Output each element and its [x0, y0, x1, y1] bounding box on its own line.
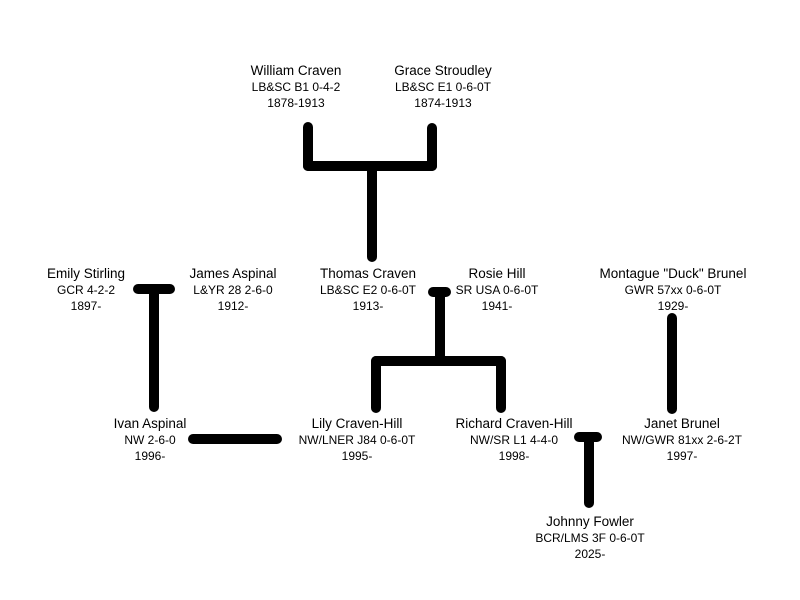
- person-years: 1874-1913: [414, 96, 472, 110]
- person-william-craven: William Craven LB&SC B1 0-4-2 1878-1913: [186, 63, 406, 111]
- person-name: Grace Stroudley: [394, 63, 492, 78]
- person-years: 1996-: [134, 449, 166, 463]
- person-class: BCR/LMS 3F 0-6-0T: [535, 531, 645, 545]
- person-name: James Aspinal: [189, 266, 277, 281]
- person-years: 1941-: [481, 299, 513, 313]
- person-name: Janet Brunel: [644, 416, 720, 431]
- person-name: Lily Craven-Hill: [311, 416, 403, 431]
- person-johnny-fowler: Johnny Fowler BCR/LMS 3F 0-6-0T 2025-: [480, 514, 700, 562]
- person-class: NW/LNER J84 0-6-0T: [298, 433, 416, 447]
- person-name: Ivan Aspinal: [113, 416, 187, 431]
- person-class: NW/GWR 81xx 2-6-2T: [621, 433, 742, 447]
- person-name: Johnny Fowler: [546, 514, 634, 529]
- person-montague-brunel: Montague "Duck" Brunel GWR 57xx 0-6-0T 1…: [563, 266, 783, 314]
- person-class: NW/SR L1 4-4-0: [469, 433, 559, 447]
- person-janet-brunel: Janet Brunel NW/GWR 81xx 2-6-2T 1997-: [572, 416, 792, 464]
- person-class: GWR 57xx 0-6-0T: [624, 283, 722, 297]
- person-name: Emily Stirling: [46, 266, 125, 281]
- person-name: Thomas Craven: [319, 266, 417, 281]
- person-class: SR USA 0-6-0T: [455, 283, 539, 297]
- person-richard-craven-hill: Richard Craven-Hill NW/SR L1 4-4-0 1998-: [404, 416, 624, 464]
- person-name: Richard Craven-Hill: [455, 416, 573, 431]
- person-class: LB&SC B1 0-4-2: [251, 80, 341, 94]
- person-class: LB&SC E1 0-6-0T: [394, 80, 492, 94]
- person-lily-craven-hill: Lily Craven-Hill NW/LNER J84 0-6-0T 1995…: [247, 416, 467, 464]
- person-class: NW 2-6-0: [124, 433, 176, 447]
- person-class: L&YR 28 2-6-0: [193, 283, 273, 297]
- person-rosie-hill: Rosie Hill SR USA 0-6-0T 1941-: [387, 266, 607, 314]
- person-name: Rosie Hill: [468, 266, 526, 281]
- person-years: 1912-: [217, 299, 249, 313]
- person-name: Montague "Duck" Brunel: [599, 266, 747, 281]
- person-years: 2025-: [574, 547, 606, 561]
- person-emily-stirling: Emily Stirling GCR 4-2-2 1897-: [0, 266, 196, 314]
- person-years: 1997-: [666, 449, 698, 463]
- person-ivan-aspinal: Ivan Aspinal NW 2-6-0 1996-: [40, 416, 260, 464]
- person-years: 1878-1913: [267, 96, 325, 110]
- person-years: 1897-: [70, 299, 102, 313]
- person-years: 1998-: [498, 449, 530, 463]
- person-james-aspinal: James Aspinal L&YR 28 2-6-0 1912-: [123, 266, 343, 314]
- person-years: 1913-: [352, 299, 384, 313]
- person-years: 1995-: [341, 449, 373, 463]
- person-class: GCR 4-2-2: [56, 283, 115, 297]
- person-class: LB&SC E2 0-6-0T: [319, 283, 417, 297]
- person-years: 1929-: [657, 299, 689, 313]
- person-grace-stroudley: Grace Stroudley LB&SC E1 0-6-0T 1874-191…: [333, 63, 553, 111]
- person-thomas-craven: Thomas Craven LB&SC E2 0-6-0T 1913-: [258, 266, 478, 314]
- person-name: William Craven: [250, 63, 342, 78]
